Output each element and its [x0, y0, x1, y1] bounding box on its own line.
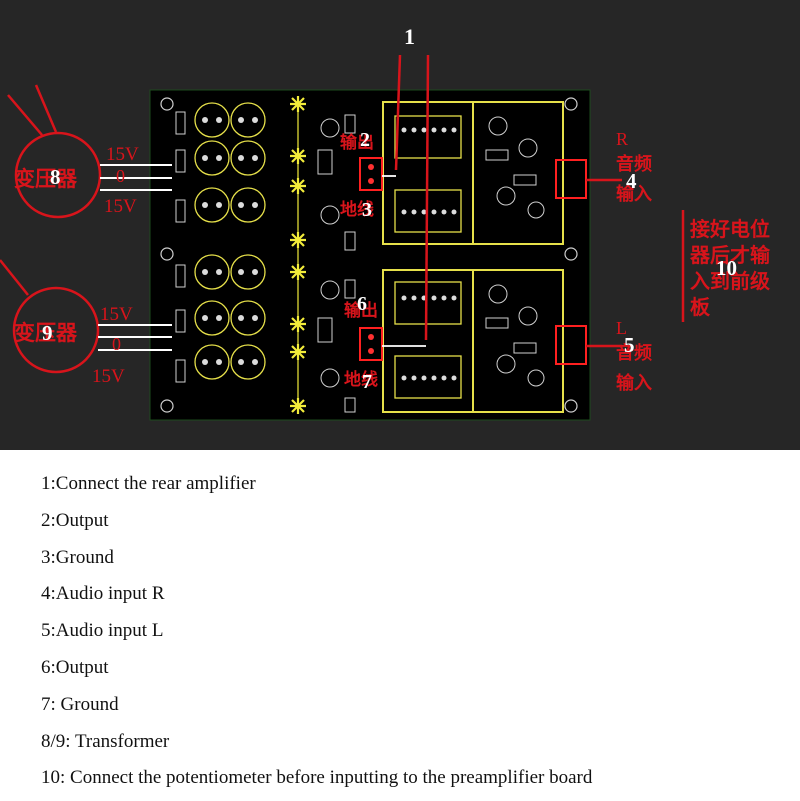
- marker-5: 5: [624, 333, 635, 357]
- output-label-l: 输出: [344, 300, 378, 321]
- note-line-3: 入到前级: [690, 269, 770, 293]
- voltage-0-8: 0: [116, 166, 125, 186]
- legend-item-2: 2:Output: [41, 509, 109, 531]
- marker-4: 4: [626, 169, 637, 193]
- signal-wires: [382, 175, 426, 347]
- small-components: [317, 114, 356, 413]
- legend-item-3: 3:Ground: [41, 546, 114, 568]
- ground-label-r: 地线: [340, 199, 374, 220]
- note-line-4: 板: [690, 295, 711, 319]
- voltage-15v-bottom-8: 15V: [104, 196, 137, 217]
- marker-9: 9: [42, 321, 53, 345]
- output-label-r: 输出: [340, 132, 374, 153]
- r-channel-letter: R: [616, 129, 628, 149]
- callout-wires: [394, 54, 685, 348]
- legend-item-8: 8/9: Transformer: [41, 730, 170, 752]
- note-line-2: 器后才输: [689, 243, 771, 267]
- legend-item-6: 6:Output: [41, 656, 109, 678]
- ground-label-l: 地线: [344, 369, 378, 390]
- note-line-1: 接好电位: [690, 217, 770, 241]
- legend-item-9: 10: Connect the potentiometer before inp…: [41, 767, 593, 789]
- l-channel-line1: 音频: [616, 342, 652, 364]
- legend-item-5: 5:Audio input L: [41, 620, 164, 642]
- r-channel-line1: 音频: [616, 153, 652, 175]
- resistor-column: [175, 111, 186, 383]
- preamp-components: [485, 116, 545, 387]
- voltage-15v-top-9: 15V: [100, 304, 133, 325]
- l-channel-letter: L: [616, 318, 627, 338]
- r-channel-line2: 输入: [616, 183, 652, 205]
- marker-2: 2: [360, 129, 370, 151]
- marker-1: 1: [404, 24, 415, 49]
- legend-item-1: 1:Connect the rear amplifier: [41, 473, 256, 494]
- marker-8: 8: [50, 165, 61, 189]
- legend-item-7: 7: Ground: [41, 693, 119, 715]
- marker-10: 10: [716, 256, 737, 280]
- marker-3: 3: [362, 199, 372, 221]
- l-channel-line2: 输入: [616, 372, 652, 394]
- pcb-figure: 变压器 变压器 15V 0 15V 15V 0 15V 输出 地线 输出 地线 …: [0, 0, 800, 450]
- voltage-0-9: 0: [112, 334, 121, 354]
- filter-capacitors: [194, 102, 266, 380]
- transformer-8: [7, 84, 172, 219]
- transformer-label-8: 变压器: [14, 167, 78, 191]
- transformer-label-9: 变压器: [14, 321, 78, 345]
- voltage-15v-bottom-9: 15V: [92, 366, 125, 387]
- ic-pads: [401, 127, 457, 381]
- mounting-holes: [160, 97, 578, 413]
- marker-6: 6: [357, 293, 367, 315]
- connector-pads: [368, 164, 374, 354]
- pcb-border: [149, 89, 591, 421]
- legend-list: 1:Connect the rear amplifier 2:Output 3:…: [41, 470, 781, 801]
- transformer-9: [0, 259, 172, 374]
- voltage-15v-top-8: 15V: [106, 144, 139, 165]
- capacitor-pads: [202, 117, 258, 365]
- marker-7: 7: [362, 371, 372, 393]
- pcb-diagram: 变压器 变压器 15V 0 15V 15V 0 15V 输出 地线 输出 地线 …: [0, 24, 771, 421]
- legend-item-4: 4:Audio input R: [41, 583, 165, 605]
